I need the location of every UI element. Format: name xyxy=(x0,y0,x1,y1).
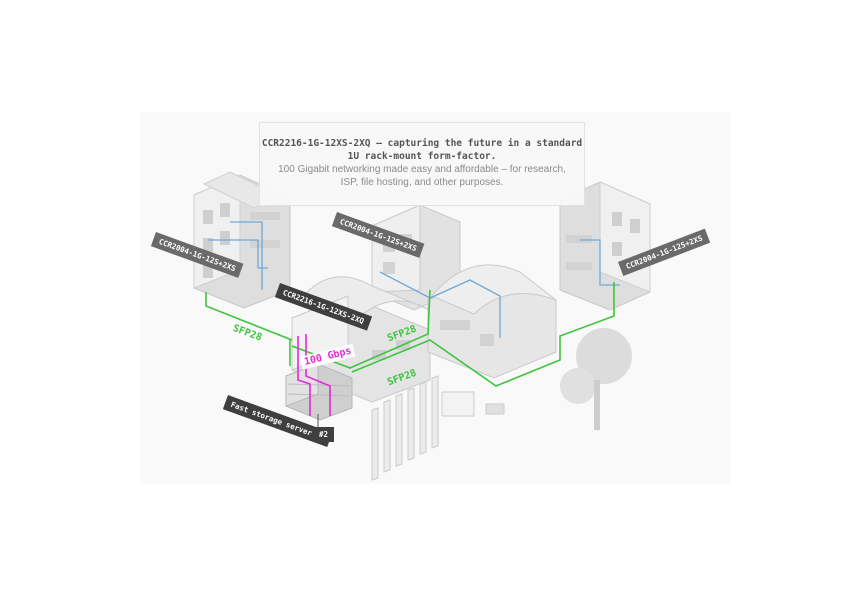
info-callout: CCR2216-1G-12XS-2XQ – capturing the futu… xyxy=(259,122,585,206)
tree xyxy=(560,328,632,430)
right-building xyxy=(559,181,651,311)
callout-desc-line1: 100 Gigabit networking made easy and aff… xyxy=(278,164,566,175)
storage-racks xyxy=(285,363,353,421)
callout-title-line1: CCR2216-1G-12XS-2XQ – capturing the futu… xyxy=(261,138,583,149)
fence-pillars xyxy=(371,375,505,481)
callout-title-line2: 1U rack-mount form-factor. xyxy=(347,151,497,162)
storage-label-2: #2 xyxy=(313,427,335,442)
right-hall xyxy=(379,264,557,379)
callout-desc-line2: ISP, file hosting, and other purposes. xyxy=(340,177,504,188)
